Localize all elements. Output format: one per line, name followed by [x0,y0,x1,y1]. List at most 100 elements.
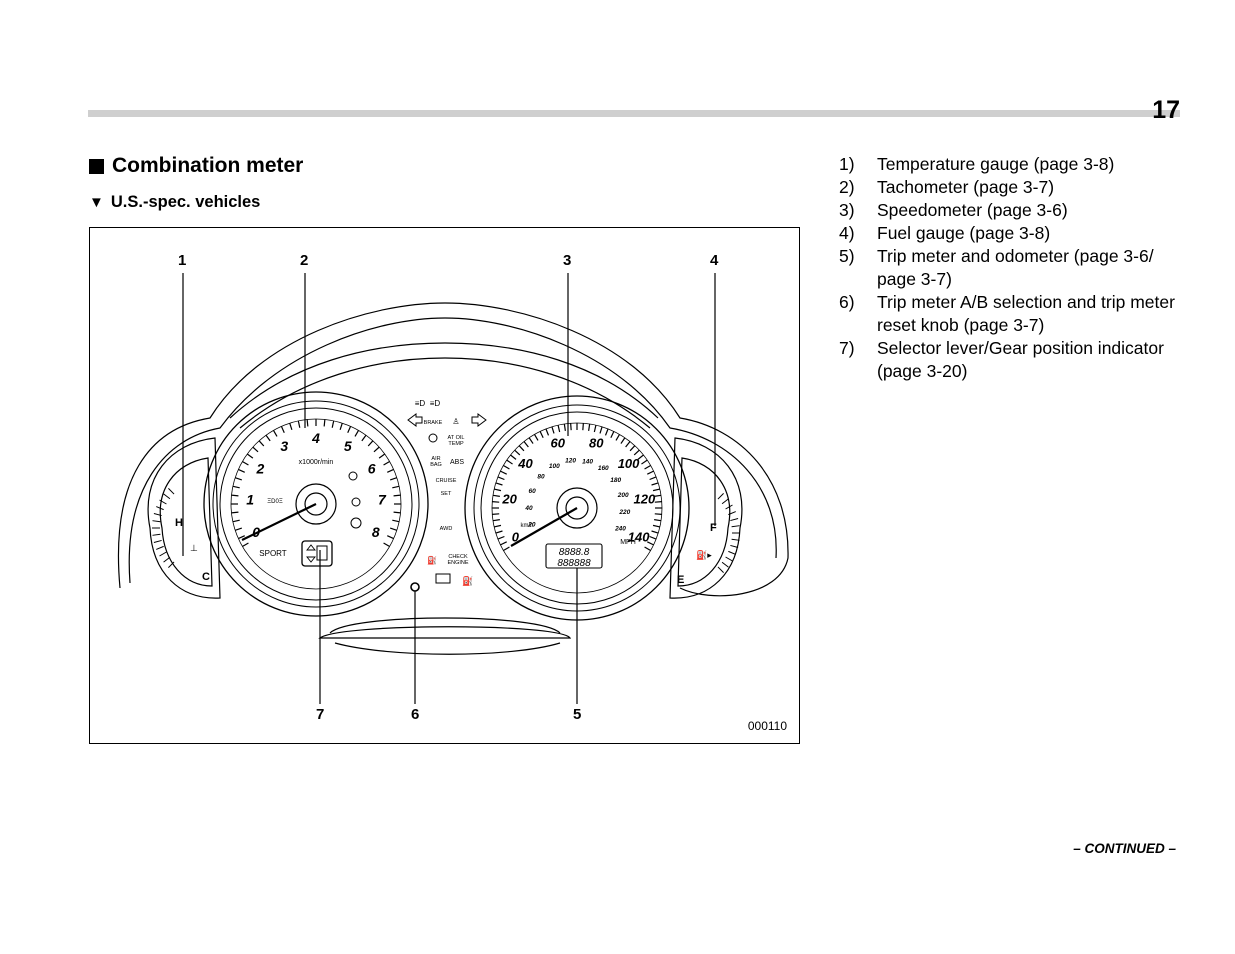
cruise-label: CRUISE [436,478,457,484]
gauge-tick [389,527,398,531]
left-pod [147,437,221,599]
gauge-tick [539,431,544,438]
gauge-tick [731,525,740,528]
oil-pressure-icon: ⛽ [427,555,437,565]
gauge-tick [545,428,550,436]
gauge-tick [159,499,167,505]
odometer-display [545,543,603,569]
figure-code: 000110 [747,719,787,733]
odometer-digits: 888888 [557,558,591,569]
gauge-tick [152,533,161,536]
gauge-tick [393,494,401,497]
gauge-tick [234,527,243,531]
gauge-tick [492,513,500,515]
gauge-tick [297,420,301,428]
gauge-tick-label: 140 [628,529,650,544]
temp-cold-label: C [202,571,210,583]
gauge-tick [383,542,390,548]
right-turn-signal-icon [471,413,487,427]
fuel-full-label: F [710,522,717,534]
brake-label: BRAKE [424,420,443,426]
gauge-tick [232,485,240,489]
legend-item-text: Tachometer (page 3-7) [877,177,1055,197]
gauge-tick [156,506,164,511]
gauge-tick [728,550,736,555]
gauge-tick [378,453,386,459]
legend-list: 1)Temperature gauge (page 3-8) 2)Tachome… [839,153,1189,383]
gauge-tick [503,464,510,470]
callout-2: 2 [300,252,309,269]
kmh-label: km/h [520,523,533,529]
gauge-tick [625,441,631,448]
check-engine-label-2: ENGINE [447,560,468,566]
gauge-tick [728,511,736,516]
callout-3: 3 [563,252,572,269]
gauge-tick [528,437,534,444]
shift-arrows-icon [306,544,316,563]
gauge-tick [323,419,326,427]
triangle-bullet-icon: ▼ [89,194,104,211]
left-turn-signal-icon [407,413,423,427]
gauge-tick [551,426,555,434]
housing-outline [117,302,789,597]
vdc-icon [428,433,438,443]
gauge-tick-label: 7 [378,492,387,508]
gauge-tick [570,423,572,431]
gauge-tick [523,441,529,448]
fog-light-icon: ≡D [415,399,426,408]
gauge-tick [644,546,651,552]
gauge-tick [392,485,400,489]
gauge-tick [629,445,636,452]
gauge-tick [234,477,243,481]
warning-lamp-icon [348,471,358,481]
gauge-tick-label: 6 [368,460,376,476]
gauge-tick-label: 2 [255,460,264,476]
airbag-label-1: AIR [431,456,440,462]
mph-label: MPH [620,539,636,546]
gauge-tick [265,434,271,442]
gauge-tick [393,511,401,514]
subsection-title: ▼ U.S.-spec. vehicles [89,193,260,212]
gauge-tick [168,488,175,495]
subsection-title-text: U.S.-spec. vehicles [110,193,261,211]
gauge-tick [721,561,729,568]
gauge-tick [231,511,239,514]
speed-needle [510,507,578,547]
gauge-tick [730,518,739,522]
gauge-tick [654,494,662,497]
gauge-tick-label: 5 [344,438,352,454]
sport-label: SPORT [259,549,287,558]
legend-item-text: Temperature gauge (page 3-8) [877,154,1115,174]
gauge-tick [652,488,661,492]
gauge-tick [506,459,513,465]
gauge-tick [258,440,265,447]
gauge-tick-label: 20 [527,522,536,529]
fuel-gauge: F E ⛽▸ [677,493,740,586]
tach-needle [241,503,317,541]
legend-item: 3)Speedometer (page 3-6) [839,200,1068,220]
gauge-tick [392,519,400,523]
legend-item: 7)Selector lever/Gear position indicator… [839,337,1189,383]
indicator-panel: ≡D ≡D BRAKE ♙ AT OIL TEMP AIR BAG ABS CR… [407,399,487,586]
gauge-tick [500,541,507,546]
header-rule [88,110,1180,117]
gauge-tick [731,538,740,541]
gauge-tick [306,419,309,427]
gauge-tick [647,470,654,475]
legend-item: 4)Fuel gauge (page 3-8) [839,223,1051,243]
square-bullet-icon [89,158,104,174]
gauge-tick [610,431,615,438]
seatbelt-icon: ♙ [452,417,459,426]
gauge-tick-label: 140 [582,458,593,465]
gauge-tick-label: 40 [524,505,533,512]
gauge-tick-label: 100 [549,463,560,470]
legend-item-text: Fuel gauge (page 3-8) [877,223,1051,243]
legend-item: 1)Temperature gauge (page 3-8) [839,154,1115,174]
set-label: SET [441,491,452,497]
gauge-tick-label: 40 [517,456,533,471]
fuel-pump-icon: ⛽▸ [696,549,712,560]
tach-unit-label: x1000r/min [299,459,334,466]
gauge-tick [163,556,171,563]
abs-label: ABS [450,459,464,466]
gauge-tick-label: 60 [529,488,537,495]
